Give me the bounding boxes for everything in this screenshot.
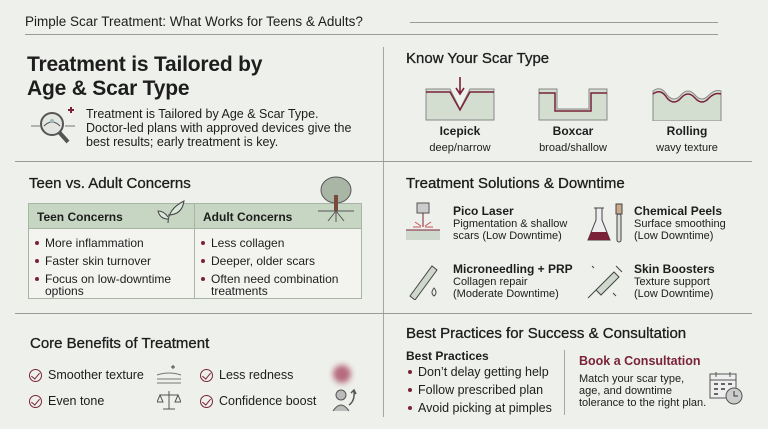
check-icon	[29, 368, 42, 382]
teen-header: Teen Concerns	[37, 210, 123, 224]
best-practices-subheading: Best Practices	[406, 349, 489, 363]
solution-desc: Surface smoothing	[634, 218, 726, 230]
solution-name: Skin Boosters	[634, 262, 715, 276]
calendar-clock-icon	[709, 372, 743, 405]
concerns-table: Teen Concerns More inflammation Faster s…	[28, 203, 362, 299]
check-icon	[200, 394, 213, 408]
solution-desc: (Moderate Downtime)	[453, 288, 559, 300]
flask-brush-icon	[587, 203, 623, 243]
intro-body: Treatment is Tailored by Age & Scar Type…	[86, 107, 351, 149]
benefit-label: Smoother texture	[48, 368, 144, 382]
boxcar-scar-icon	[538, 88, 608, 121]
solution-desc: Collagen repair	[453, 276, 528, 288]
laser-icon	[406, 202, 440, 240]
solution-name: Microneedling + PRP	[453, 262, 573, 276]
best-practices-list: Don’t delay getting help Follow prescrib…	[406, 366, 552, 420]
teen-concern: Focus on low-downtime options	[33, 273, 183, 297]
redness-spot-icon	[333, 365, 351, 383]
balance-scale-icon	[157, 391, 181, 410]
adult-concern: Deeper, older scars	[199, 255, 361, 267]
adult-header: Adult Concerns	[203, 210, 293, 224]
column-divider	[383, 47, 384, 417]
solution-desc: Texture support	[634, 276, 710, 288]
teen-concern: Faster skin turnover	[33, 255, 194, 267]
benefit-less-redness: Less redness	[200, 368, 293, 382]
adult-concern: Less collagen	[199, 237, 361, 249]
syringe-icon	[587, 265, 623, 299]
intro-heading-line2: Age & Scar Type	[27, 77, 190, 100]
scar-desc: wavy texture	[656, 142, 718, 154]
microneedling-pen-icon	[409, 265, 438, 300]
teen-concern: More inflammation	[33, 237, 194, 249]
magnifier-skin-icon	[31, 107, 75, 144]
scar-name: Boxcar	[552, 124, 594, 138]
tree-icon	[318, 176, 354, 222]
section-divider	[15, 161, 752, 162]
page-title: Pimple Scar Treatment: What Works for Te…	[25, 14, 363, 29]
consult-line: age, and downtime	[579, 385, 672, 397]
section-divider	[15, 313, 752, 314]
benefit-smoother-texture: Smoother texture	[29, 368, 144, 382]
benefit-confidence-boost: Confidence boost	[200, 394, 316, 408]
icepick-scar-icon	[425, 77, 495, 121]
benefits-heading: Core Benefits of Treatment	[30, 335, 210, 352]
scar-type-icepick: Icepick deep/narrow	[405, 124, 515, 156]
consult-divider	[564, 350, 565, 415]
scar-types-heading: Know Your Scar Type	[406, 50, 550, 67]
scar-desc: broad/shallow	[539, 142, 607, 154]
adult-concern: Often need combination treatments	[199, 273, 349, 297]
intro-line: Doctor-led plans with approved devices g…	[86, 121, 352, 135]
title-rule	[410, 22, 718, 23]
intro-line: Treatment is Tailored by Age & Scar Type…	[86, 107, 319, 121]
check-icon	[29, 394, 42, 408]
solution-name: Chemical Peels	[634, 204, 723, 218]
solution-desc: scars (Low Downtime)	[453, 230, 562, 242]
solution-desc: Pigmentation & shallow	[453, 218, 568, 230]
smooth-skin-icon	[156, 365, 182, 384]
scar-name: Rolling	[666, 124, 708, 138]
benefit-label: Confidence boost	[219, 394, 317, 408]
solutions-heading: Treatment Solutions & Downtime	[406, 175, 625, 192]
adult-column: Adult Concerns Less collagen Deeper, old…	[195, 204, 361, 298]
concerns-heading: Teen vs. Adult Concerns	[29, 175, 191, 192]
confidence-person-icon	[332, 388, 357, 412]
benefit-label: Even tone	[48, 394, 105, 408]
intro-line: best results; early treatment is key.	[86, 135, 279, 149]
scar-type-rolling: Rolling wavy texture	[632, 124, 742, 156]
leaf-icon	[157, 200, 185, 224]
header-divider	[25, 34, 718, 35]
best-practices-heading: Best Practices for Success & Consultatio…	[406, 325, 687, 342]
rolling-scar-icon	[652, 88, 722, 121]
solution-desc: (Low Downtime)	[634, 288, 714, 300]
teen-column: Teen Concerns More inflammation Faster s…	[29, 204, 195, 298]
check-icon	[200, 368, 213, 382]
practice-item: Follow prescribed plan	[406, 384, 552, 396]
solution-name: Pico Laser	[453, 204, 514, 218]
scar-desc: deep/narrow	[429, 142, 491, 154]
practice-item: Don’t delay getting help	[406, 366, 552, 378]
scar-name: Icepick	[439, 124, 481, 138]
consultation-title[interactable]: Book a Consultation	[579, 354, 701, 368]
benefit-even-tone: Even tone	[29, 394, 104, 408]
benefit-label: Less redness	[219, 368, 294, 382]
practice-item: Avoid picking at pimples	[406, 402, 552, 414]
intro-heading-line1: Treatment is Tailored by	[27, 53, 263, 76]
consult-line: tolerance to the right plan.	[579, 397, 707, 409]
consult-line: Match your scar type,	[579, 373, 685, 385]
scar-type-boxcar: Boxcar broad/shallow	[518, 124, 628, 156]
solution-desc: (Low Downtime)	[634, 230, 714, 242]
